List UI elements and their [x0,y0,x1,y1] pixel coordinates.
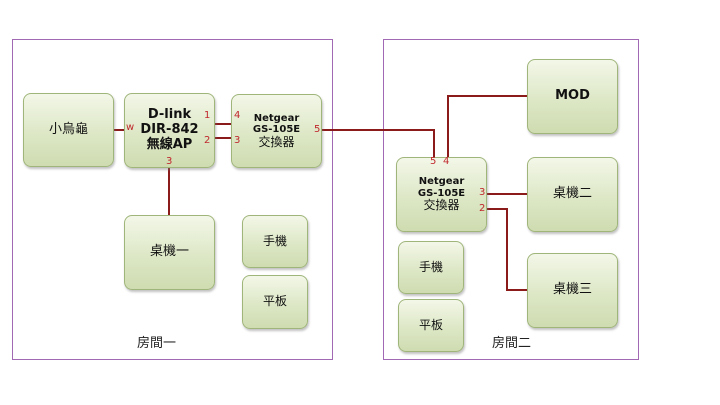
wire-switch1-switch2 [322,129,435,157]
switch1-line-1: Netgear [253,112,300,124]
port-switch2-2: 2 [479,203,486,214]
switch2-line-1: Netgear [418,176,465,188]
port-switch1-3: 3 [234,135,241,146]
room-one-label: 房間一 [137,336,177,351]
tablet2-node: 平板 [398,299,464,352]
port-switch2-4: 4 [443,156,450,167]
router-line-3: 無線AP [146,136,193,152]
room-two-label: 房間二 [492,336,532,351]
desktop2-label: 桌機二 [552,186,592,202]
phone1-label: 手機 [262,233,287,248]
mod-label: MOD [555,88,590,104]
tablet1-label: 平板 [262,294,287,309]
phone2-node: 手機 [398,241,464,294]
turtle-label: 小烏龜 [48,121,88,137]
tablet2-label: 平板 [418,317,443,332]
desktop1-label: 桌機一 [149,244,189,260]
desktop3-label: 桌機三 [552,282,592,298]
router-line-2: DIR-842 [140,122,199,138]
port-switch1-5: 5 [314,124,321,135]
port-switch2-5: 5 [430,156,437,167]
port-switch1-4: 4 [234,110,241,121]
port-router-1: 1 [204,110,211,121]
port-switch2-3: 3 [479,187,486,198]
phone2-label: 手機 [418,259,443,274]
desktop1-node: 桌機一 [124,215,215,290]
wire-switch2-mod [447,95,527,157]
port-router-3: 3 [166,156,173,167]
wire-switch2-desktop3 [487,208,527,291]
turtle-node: 小烏龜 [23,93,114,167]
tablet1-node: 平板 [242,275,308,329]
mod-node: MOD [527,59,618,134]
desktop2-node: 桌機二 [527,157,618,232]
switch1-line-3: 交換器 [258,134,295,149]
switch1-node: Netgear GS-105E 交換器 [231,94,322,168]
port-router-w: w [126,122,135,133]
switch2-line-2: GS-105E [417,187,466,199]
router-node: D-link DIR-842 無線AP [124,93,215,168]
desktop3-node: 桌機三 [527,253,618,328]
port-router-2: 2 [204,135,211,146]
switch2-node: Netgear GS-105E 交換器 [396,157,487,232]
router-line-1: D-link [147,107,192,123]
switch1-line-2: GS-105E [252,124,301,136]
phone1-node: 手機 [242,215,308,268]
switch2-line-3: 交換器 [423,198,460,213]
